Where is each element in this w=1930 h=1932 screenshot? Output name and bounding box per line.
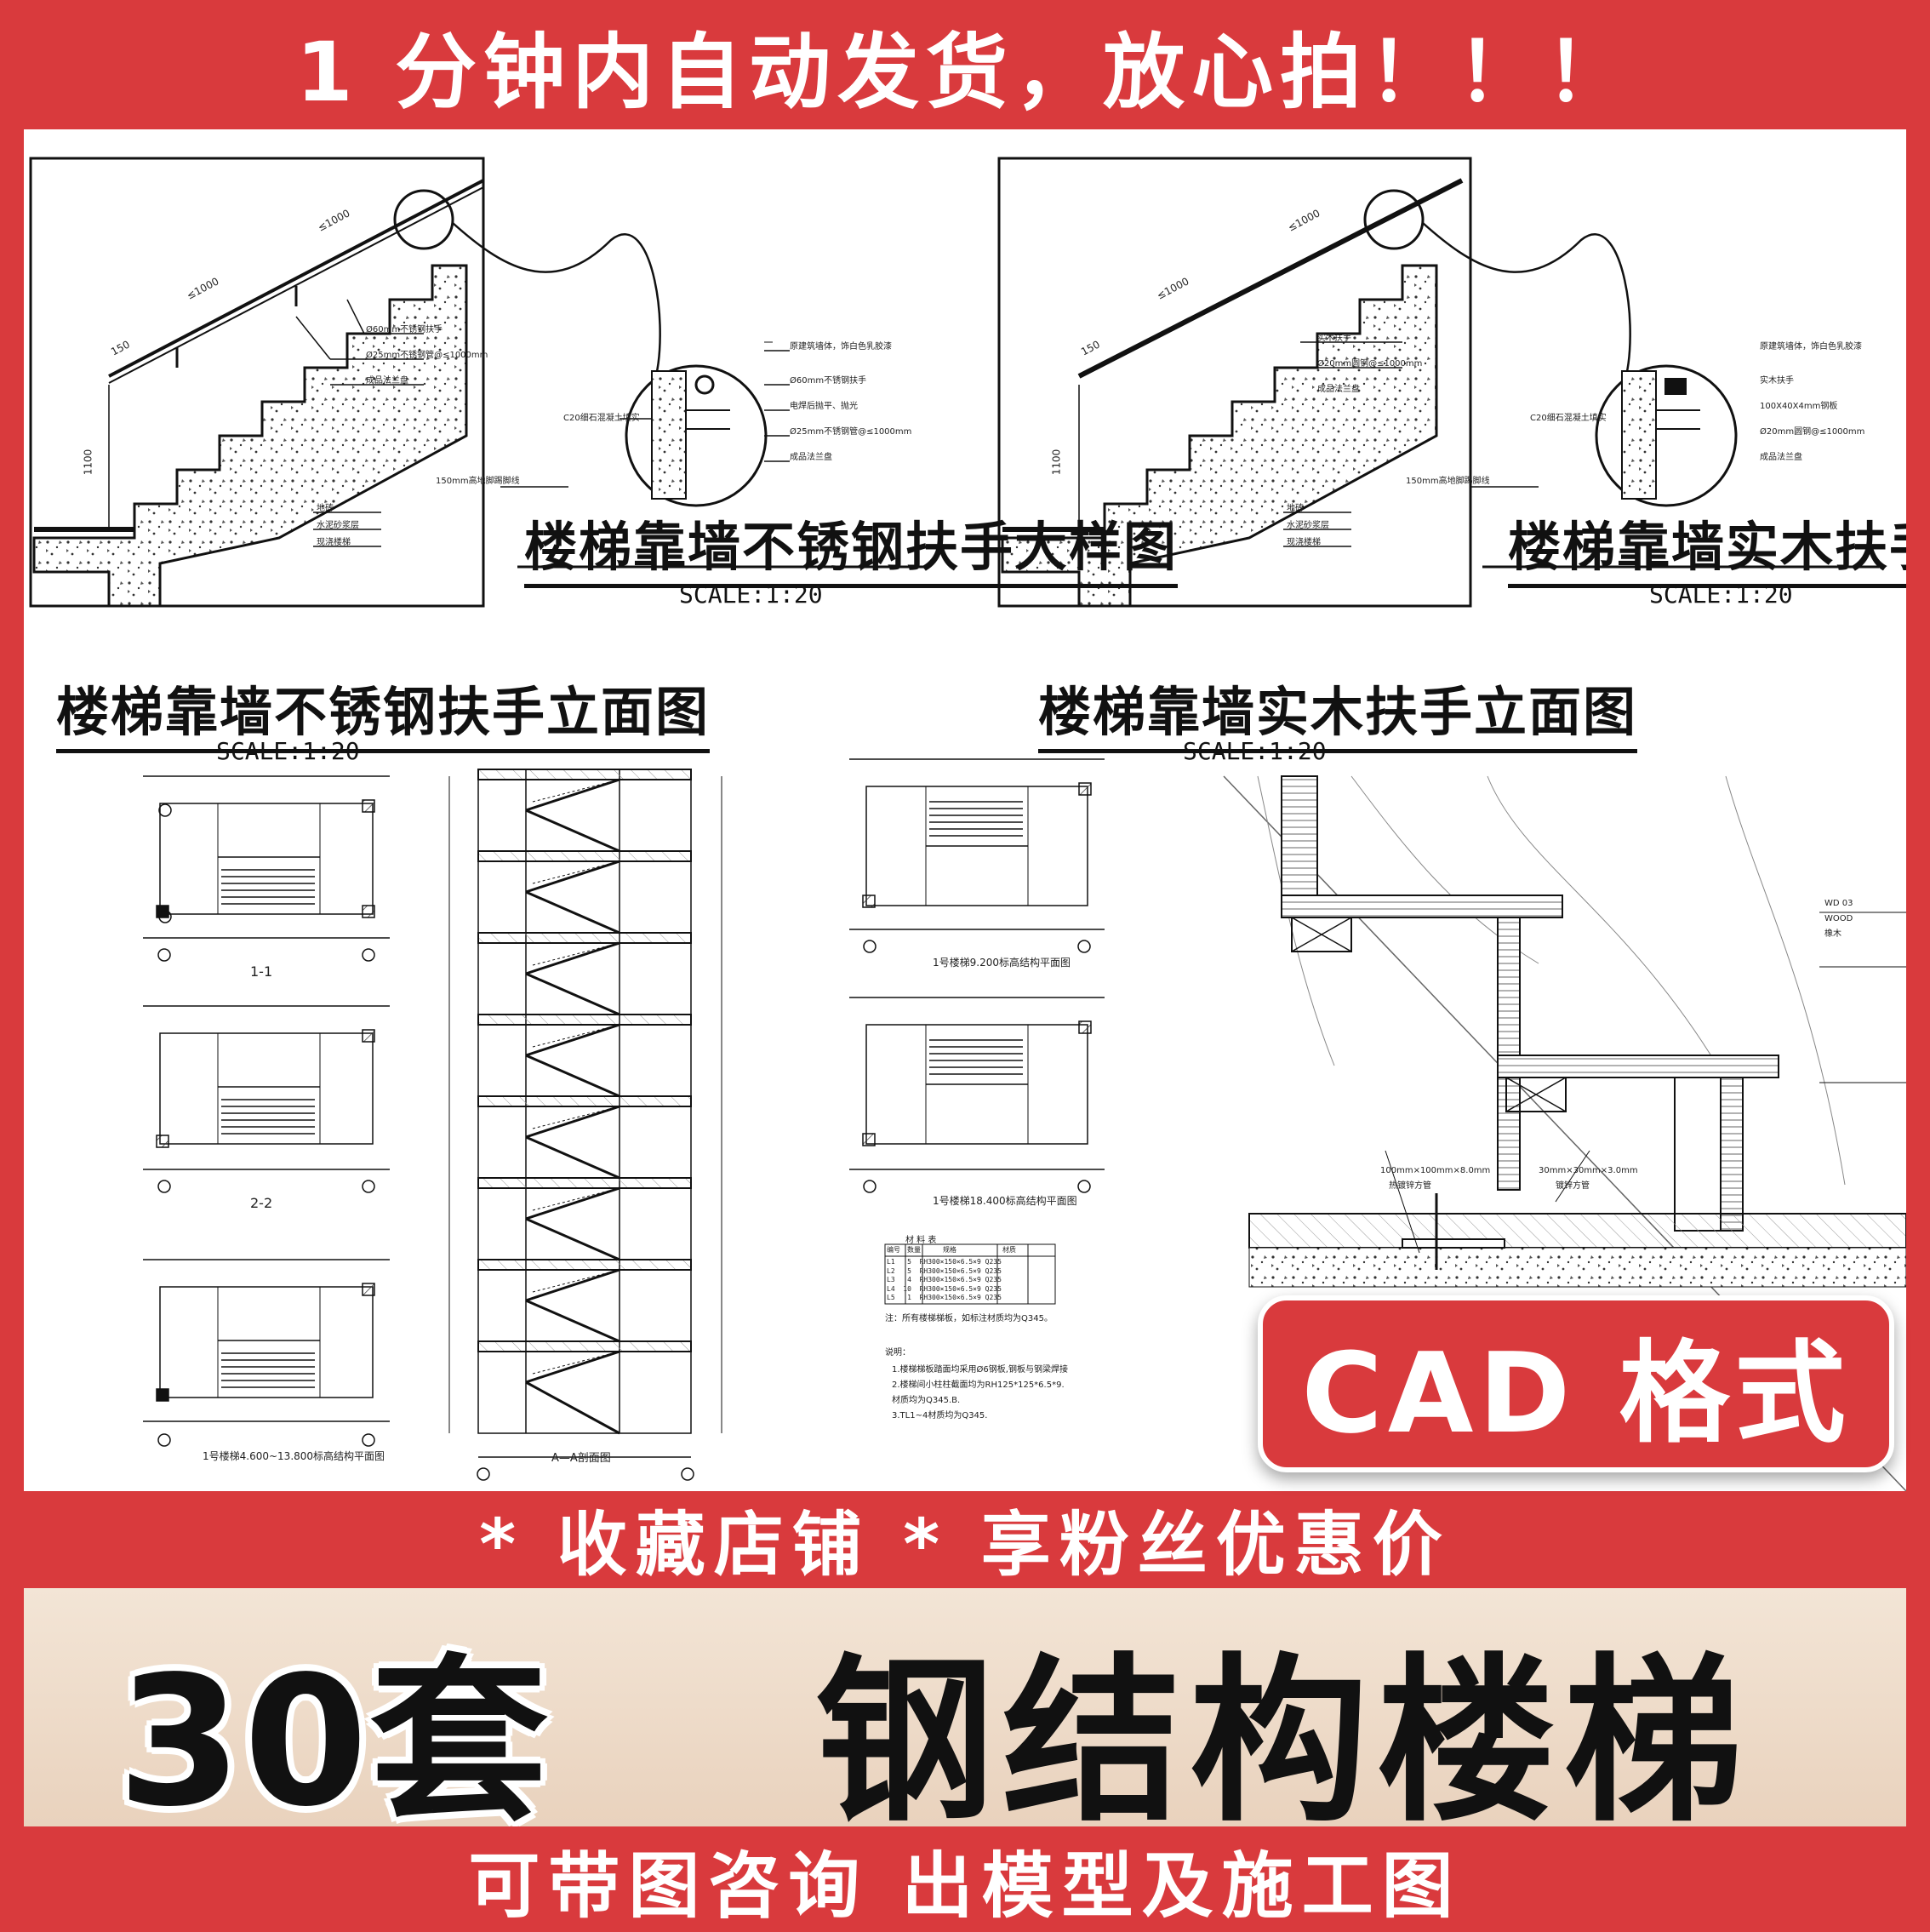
favorite-store-banner: * 收藏店铺 * 享粉丝优惠价 [0, 1491, 1930, 1586]
note-left-3: 成品法兰盘 [366, 376, 408, 386]
section-caption: A—A剖面图 [551, 1452, 611, 1465]
circle-note-right-2: 实木扶手 [1760, 376, 1794, 386]
circle-note-right-5: 成品法兰盘 [1760, 453, 1802, 462]
mt-h2: 规格 [943, 1246, 956, 1254]
plan-views-left [143, 775, 390, 1447]
plan-caption-4: 1号楼梯9.200标高结构平面图 [933, 957, 1071, 969]
cad-format-badge: CAD 格式 [1258, 1295, 1894, 1472]
detail-left-scale: SCALE:1:20 [679, 580, 823, 609]
detail-left-title: 楼梯靠墙不锈钢扶手大样图 [524, 504, 1179, 588]
table-row: L1 5 RH300×150×6.5×9 Q235 [887, 1258, 1002, 1266]
note-left-6: 现浇楼梯 [317, 538, 351, 547]
wood-stair-detail [1223, 775, 1906, 1491]
plan-caption-2: 2-2 [250, 1195, 273, 1211]
detail-right-scale: SCALE:1:20 [1649, 580, 1793, 609]
note-left-4: 地砖 [317, 504, 334, 513]
note-left-7: 150mm高地脚踢脚线 [436, 477, 520, 486]
wood-label-3: 30mm×30mm×3.0mm [1539, 1166, 1638, 1175]
plan-views-right [849, 758, 1105, 1193]
circle-note-right-1: 原建筑墙体，饰白色乳胶漆 [1760, 342, 1862, 352]
cad-drawings-svg [29, 157, 1906, 1491]
circle-note-right-4: Ø20mm圆钢@≤1000mm [1760, 427, 1865, 437]
circle-note-left-4: Ø25mm不锈钢管@≤1000mm [790, 427, 912, 437]
cad-drawing-area: 楼梯靠墙不锈钢扶手大样图 SCALE:1:20 楼梯靠墙实木扶手大样图 SCAL… [24, 129, 1906, 1491]
material-note-3: 2.楼梯间小柱柱截面均为RH125*125*6.5*9. [892, 1380, 1065, 1390]
consult-banner: 可带图咨询 出模型及施工图 [0, 1830, 1930, 1930]
wood-tag-2: WOOD [1824, 914, 1853, 923]
consult-text: 可带图咨询 出模型及施工图 [468, 1843, 1462, 1928]
elevation-right-title: 楼梯靠墙实木扶手立面图 [1038, 669, 1638, 753]
material-table-rows: L1 5 RH300×150×6.5×9 Q235 L2 5 RH300×150… [887, 1258, 1002, 1303]
table-row: L4 10 RH300×150×6.5×9 Q235 [887, 1284, 1002, 1293]
elevation-right-scale: SCALE:1:20 [1183, 737, 1327, 765]
dim-left-4: 1100 [82, 449, 94, 476]
elevation-left-scale: SCALE:1:20 [216, 737, 360, 765]
circle-note-left-3: 电焊后抛平、抛光 [790, 402, 858, 411]
table-row: L5 1 RH300×150×6.5×9 Q235 [887, 1294, 1002, 1301]
note-left-2: Ø25mm不锈钢管@≤1000mm [366, 351, 488, 360]
wood-label-1: 100mm×100mm×8.0mm [1380, 1166, 1491, 1175]
detail-right-title: 楼梯靠墙实木扶手大样图 [1508, 504, 1906, 588]
plan-caption-3: 1号楼梯4.600~13.800标高结构平面图 [203, 1450, 385, 1462]
mt-h1: 数量 [907, 1246, 921, 1254]
note-right-4: 地砖 [1287, 504, 1304, 513]
set-count: 30套 [117, 1638, 551, 1826]
note-right-1: 实木扶手 [1317, 334, 1351, 343]
material-table-frame [884, 1243, 1056, 1305]
cad-format-text: CAD 格式 [1301, 1329, 1851, 1458]
wood-label-4: 镀锌方管 [1556, 1181, 1590, 1191]
mt-h3: 材质 [1002, 1246, 1016, 1254]
top-banner-text: 1 分钟内自动发货，放心拍！！！ [295, 24, 1635, 120]
circle-note-left-6: C20细石混凝土填实 [563, 414, 640, 423]
material-note-1: 注：所有楼梯梯板，如标注材质均为Q345。 [885, 1314, 1053, 1323]
material-note-5: 3.TL1~4材质均为Q345. [892, 1411, 988, 1420]
note-right-5: 水泥砂浆层 [1287, 521, 1329, 530]
circle-note-left-1: 原建筑墙体，饰白色乳胶漆 [790, 342, 892, 352]
circle-note-left-5: 成品法兰盘 [790, 453, 832, 462]
note-left-5: 水泥砂浆层 [317, 521, 359, 530]
material-note-4: 材质均为Q345.B. [892, 1396, 961, 1405]
note-right-2: Ø20mm圆钢@≤1000mm [1317, 359, 1423, 369]
top-banner: 1 分钟内自动发货，放心拍！！！ [0, 0, 1930, 129]
dim-right-4: 1100 [1050, 449, 1063, 476]
wood-tag-1: WD 03 [1824, 899, 1853, 908]
detail-left-drawing [29, 157, 929, 608]
circle-note-right-6: C20细石混凝土填实 [1530, 414, 1607, 423]
material-note-title: 说明： [885, 1348, 911, 1358]
material-note-2: 1.楼梯梯板踏面均采用Ø6钢板,钢板与钢梁焊接 [892, 1365, 1068, 1375]
wood-tag-3: 橡木 [1824, 929, 1841, 939]
plan-caption-5: 1号楼梯18.400标高结构平面图 [933, 1195, 1077, 1207]
product-name: 钢结构楼梯 [815, 1638, 1752, 1826]
circle-note-left-2: Ø60mm不锈钢扶手 [790, 376, 867, 386]
note-right-7: 150mm高地脚踢脚线 [1406, 477, 1490, 486]
note-right-3: 成品法兰盘 [1317, 385, 1360, 394]
elevation-left-title: 楼梯靠墙不锈钢扶手立面图 [56, 669, 711, 753]
material-table-title: 材 料 表 [905, 1236, 937, 1245]
section-aa [448, 769, 722, 1481]
product-title-panel: 30套 钢结构楼梯 [24, 1588, 1906, 1826]
table-row: L3 4 RH300×150×6.5×9 Q235 [887, 1276, 1002, 1283]
note-left-1: Ø60mm不锈钢扶手 [366, 325, 443, 334]
mt-h0: 编号 [887, 1246, 900, 1254]
table-row: L2 5 RH300×150×6.5×9 Q235 [887, 1266, 1002, 1275]
favorite-store-text: * 收藏店铺 * 享粉丝优惠价 [479, 1504, 1451, 1586]
circle-note-right-3: 100X40X4mm钢板 [1760, 402, 1838, 411]
wood-label-2: 热镀锌方管 [1389, 1181, 1431, 1191]
plan-caption-1: 1-1 [250, 963, 273, 980]
note-right-6: 现浇楼梯 [1287, 538, 1321, 547]
detail-right-drawing [997, 157, 1879, 608]
